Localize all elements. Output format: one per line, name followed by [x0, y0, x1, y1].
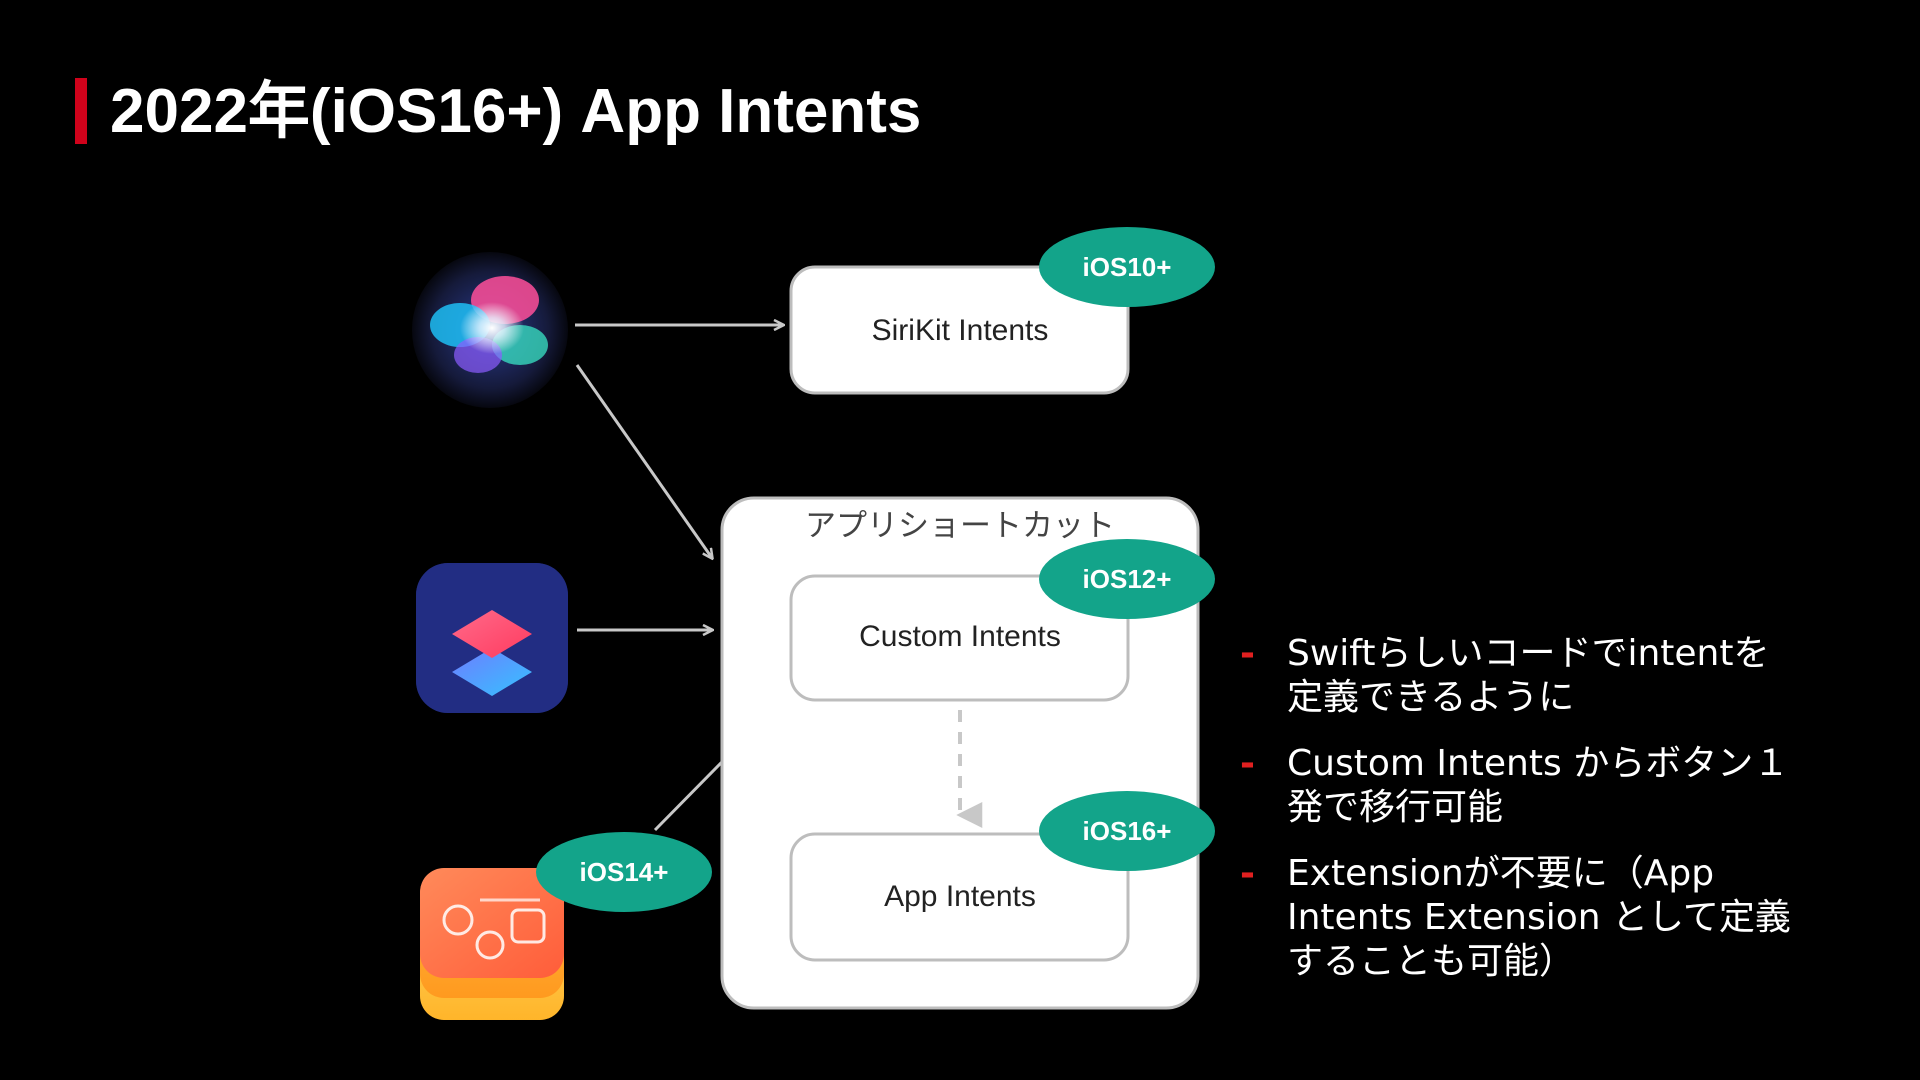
siri-icon [412, 252, 568, 408]
notes-list: - Swiftらしいコードでintentを定義できるように - Custom I… [1240, 632, 1800, 1006]
app-shortcuts-label: アプリショートカット [805, 508, 1115, 544]
title-accent-bar [75, 78, 87, 144]
svg-text:iOS10+: iOS10+ [1083, 252, 1172, 282]
svg-text:iOS14+: iOS14+ [580, 857, 669, 887]
custom-intents-label: Custom Intents [859, 620, 1061, 653]
arrow-siri-to-app-shortcuts [575, 364, 712, 558]
slide-title: 2022年(iOS16+) App Intents [110, 77, 922, 146]
widgetkit-icon [420, 868, 564, 1020]
note-item: - Extensionが不要に（App Intents Extension とし… [1240, 852, 1800, 984]
note-item: - Custom Intents からボタン１発で移行可能 [1240, 742, 1800, 830]
svg-text:iOS16+: iOS16+ [1083, 816, 1172, 846]
note-item: - Swiftらしいコードでintentを定義できるように [1240, 632, 1800, 720]
note-text: Custom Intents からボタン１発で移行可能 [1287, 743, 1790, 828]
app-intents-box: App Intents [789, 832, 1130, 962]
bullet-dash: - [1240, 633, 1255, 674]
note-text: Extensionが不要に（App Intents Extension として定… [1287, 853, 1791, 982]
custom-intents-box: Custom Intents [789, 574, 1130, 702]
shortcuts-app-icon [416, 563, 568, 713]
svg-text:iOS12+: iOS12+ [1083, 564, 1172, 594]
app-intents-label: App Intents [884, 880, 1036, 913]
sirikit-intents-label: SiriKit Intents [872, 314, 1049, 347]
note-text: Swiftらしいコードでintentを定義できるように [1287, 633, 1770, 718]
sirikit-intents-box: SiriKit Intents [789, 265, 1130, 395]
badge-ios12: iOS12+ [1039, 539, 1215, 619]
bullet-dash: - [1240, 743, 1255, 784]
badge-ios16: iOS16+ [1039, 791, 1215, 871]
badge-ios14: iOS14+ [536, 832, 712, 912]
badge-ios10: iOS10+ [1039, 227, 1215, 307]
bullet-dash: - [1240, 853, 1255, 894]
